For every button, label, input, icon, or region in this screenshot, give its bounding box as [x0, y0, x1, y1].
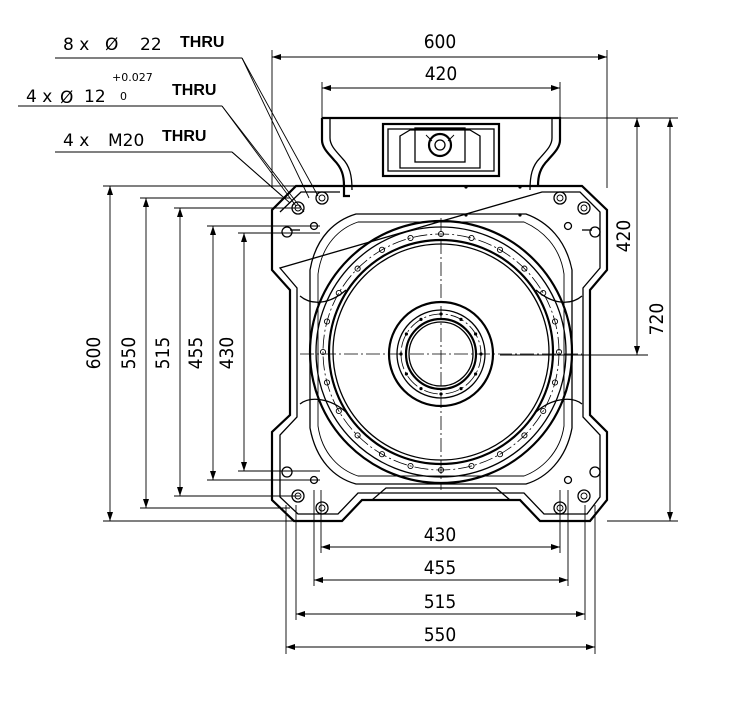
- bolt-hole: [378, 451, 386, 458]
- bolt-hole: [319, 348, 327, 356]
- dim-label-515-bottom: 515: [424, 591, 457, 613]
- callout-size-m20: M20: [108, 131, 144, 151]
- dim-label-720-right: 720: [646, 303, 668, 336]
- bolt-circle-holes: [319, 230, 563, 474]
- callout-size-12: 12: [84, 87, 106, 107]
- dim-label-600-left: 600: [83, 337, 105, 370]
- hub-bolt-hole: [404, 332, 408, 336]
- bolt-hole: [540, 407, 547, 415]
- bolt-hole: [521, 265, 528, 272]
- dim-label-550-bottom: 550: [424, 624, 457, 646]
- bolt-hole: [354, 432, 361, 439]
- callout-qty-8: 8 x: [63, 35, 89, 55]
- dim-label-430-left: 430: [216, 337, 238, 370]
- bolt-hole: [323, 318, 331, 325]
- bolt-hole: [551, 318, 559, 325]
- dim-left-515: 515: [152, 207, 300, 497]
- hub-bolt-hole: [459, 317, 463, 321]
- bolt-hole: [335, 289, 342, 297]
- tolerance-upper: +0.027: [112, 71, 153, 84]
- bolt-hole: [407, 462, 414, 470]
- dim-left-430: 430: [216, 232, 320, 472]
- mounting-holes: [281, 191, 601, 515]
- center-lines: [300, 218, 582, 490]
- plate-outline: [270, 116, 609, 523]
- bolt-hole: [540, 289, 547, 297]
- dim-label-420-top: 420: [425, 63, 458, 85]
- dim-bottom-455: 455: [313, 490, 569, 586]
- bolt-hole: [521, 432, 528, 439]
- callout-qty-4b: 4 x: [63, 131, 89, 151]
- dim-bottom-515: 515: [295, 505, 586, 620]
- bolt-hole: [378, 246, 386, 253]
- bolt-hole: [335, 407, 342, 415]
- diameter-symbol: Ø: [105, 35, 118, 55]
- dim-label-420-right: 420: [613, 220, 635, 253]
- dim-bottom-550: 550: [285, 505, 596, 654]
- hub-bolt-holes: [399, 312, 483, 396]
- hub-bolt-hole: [419, 387, 423, 391]
- callout-holes-12: 4 x Ø 12 +0.027 0 THRU: [18, 71, 222, 108]
- bolt-hole: [496, 451, 504, 458]
- dim-top-420: 420: [321, 63, 561, 118]
- diameter-symbol: Ø: [60, 88, 73, 108]
- top-lifting-lug: [381, 122, 501, 178]
- bolt-hole: [407, 234, 414, 242]
- callout-holes-22: 8 x Ø 22 THRU: [55, 34, 242, 59]
- hub-bolt-hole: [474, 332, 478, 336]
- callout-thru-1: THRU: [180, 34, 224, 51]
- dim-label-600-top: 600: [424, 31, 457, 53]
- dim-right-420: 420: [500, 117, 648, 356]
- tolerance-lower: 0: [120, 90, 127, 103]
- dim-label-430-bottom: 430: [424, 524, 457, 546]
- dim-left-550: 550: [118, 197, 290, 509]
- bolt-hole: [555, 348, 563, 356]
- callout-threaded-m20: 4 x M20 THRU: [55, 128, 232, 153]
- hub-bolt-hole: [459, 387, 463, 391]
- bolt-hole: [468, 462, 475, 470]
- leader-lines: [221, 57, 319, 213]
- dim-label-455-left: 455: [185, 337, 207, 370]
- bolt-hole: [468, 234, 475, 242]
- dim-left-600: 600: [83, 185, 300, 522]
- dim-label-550-left: 550: [118, 337, 140, 370]
- marker-dots: [464, 185, 522, 217]
- callout-thru-2: THRU: [172, 82, 216, 99]
- bolt-hole: [354, 265, 361, 272]
- hub-bolt-hole: [404, 372, 408, 376]
- bolt-hole: [323, 379, 331, 386]
- callout-thru-3: THRU: [162, 128, 206, 145]
- dim-right-720: 720: [560, 117, 678, 522]
- callout-size-22: 22: [140, 35, 162, 55]
- dim-label-455-bottom: 455: [424, 557, 457, 579]
- callout-qty-4a: 4 x: [26, 87, 52, 107]
- bolt-hole: [551, 379, 559, 386]
- hub-bolt-hole: [419, 317, 423, 321]
- bolt-hole: [496, 246, 504, 253]
- dim-label-515-left: 515: [152, 337, 174, 370]
- dim-left-455: 455: [185, 225, 320, 481]
- hub-bolt-hole: [474, 372, 478, 376]
- dim-top-600: 600: [271, 31, 608, 188]
